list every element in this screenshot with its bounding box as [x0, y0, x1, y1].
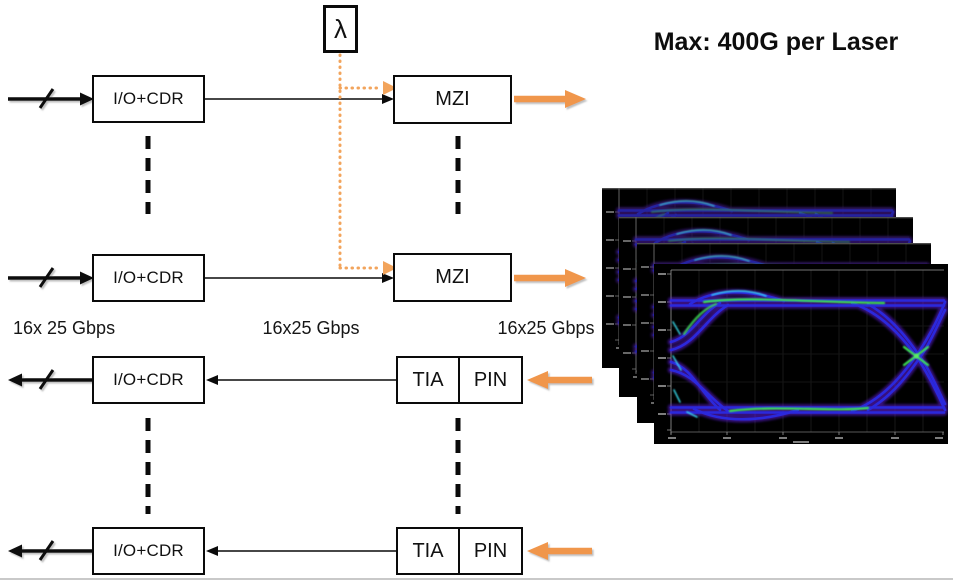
tia-pin-box-2: TIA PIN: [396, 527, 523, 575]
pin-label: PIN: [473, 368, 508, 391]
laser-dotted-path: [338, 53, 382, 270]
io-cdr-box-1: I/O+CDR: [92, 75, 205, 123]
tia-label: TIA: [412, 539, 444, 562]
pin-cell: PIN: [460, 529, 521, 573]
tia-cell: TIA: [398, 529, 460, 573]
io-cdr-label: I/O+CDR: [113, 541, 184, 560]
io-cdr-box-4: I/O+CDR: [92, 527, 205, 575]
mzi-box-1: MZI: [393, 75, 512, 124]
eye-diagram-panel-front: [654, 264, 948, 444]
tia-pin-box-1: TIA PIN: [396, 356, 523, 404]
rate-label-right: 16x25 Gbps: [497, 318, 595, 338]
io-cdr-label: I/O+CDR: [113, 268, 184, 287]
io-cdr-label: I/O+CDR: [113, 370, 184, 389]
rate-label-middle: 16x25 Gbps: [262, 318, 360, 338]
max-laser-title: Max: 400G per Laser: [653, 28, 899, 56]
io-cdr-label: I/O+CDR: [113, 89, 184, 108]
tia-cell: TIA: [398, 358, 460, 402]
mzi-label: MZI: [435, 88, 470, 110]
pin-cell: PIN: [460, 358, 521, 402]
io-cdr-box-2: I/O+CDR: [92, 254, 205, 302]
io-cdr-box-3: I/O+CDR: [92, 356, 205, 404]
tia-label: TIA: [412, 368, 444, 391]
rate-label-left: 16x 25 Gbps: [13, 318, 116, 338]
mzi-box-2: MZI: [393, 253, 512, 302]
laser-lambda-label: λ: [334, 13, 347, 44]
pin-label: PIN: [473, 539, 508, 562]
laser-lambda-box: λ: [323, 5, 358, 53]
mzi-label: MZI: [435, 266, 470, 288]
